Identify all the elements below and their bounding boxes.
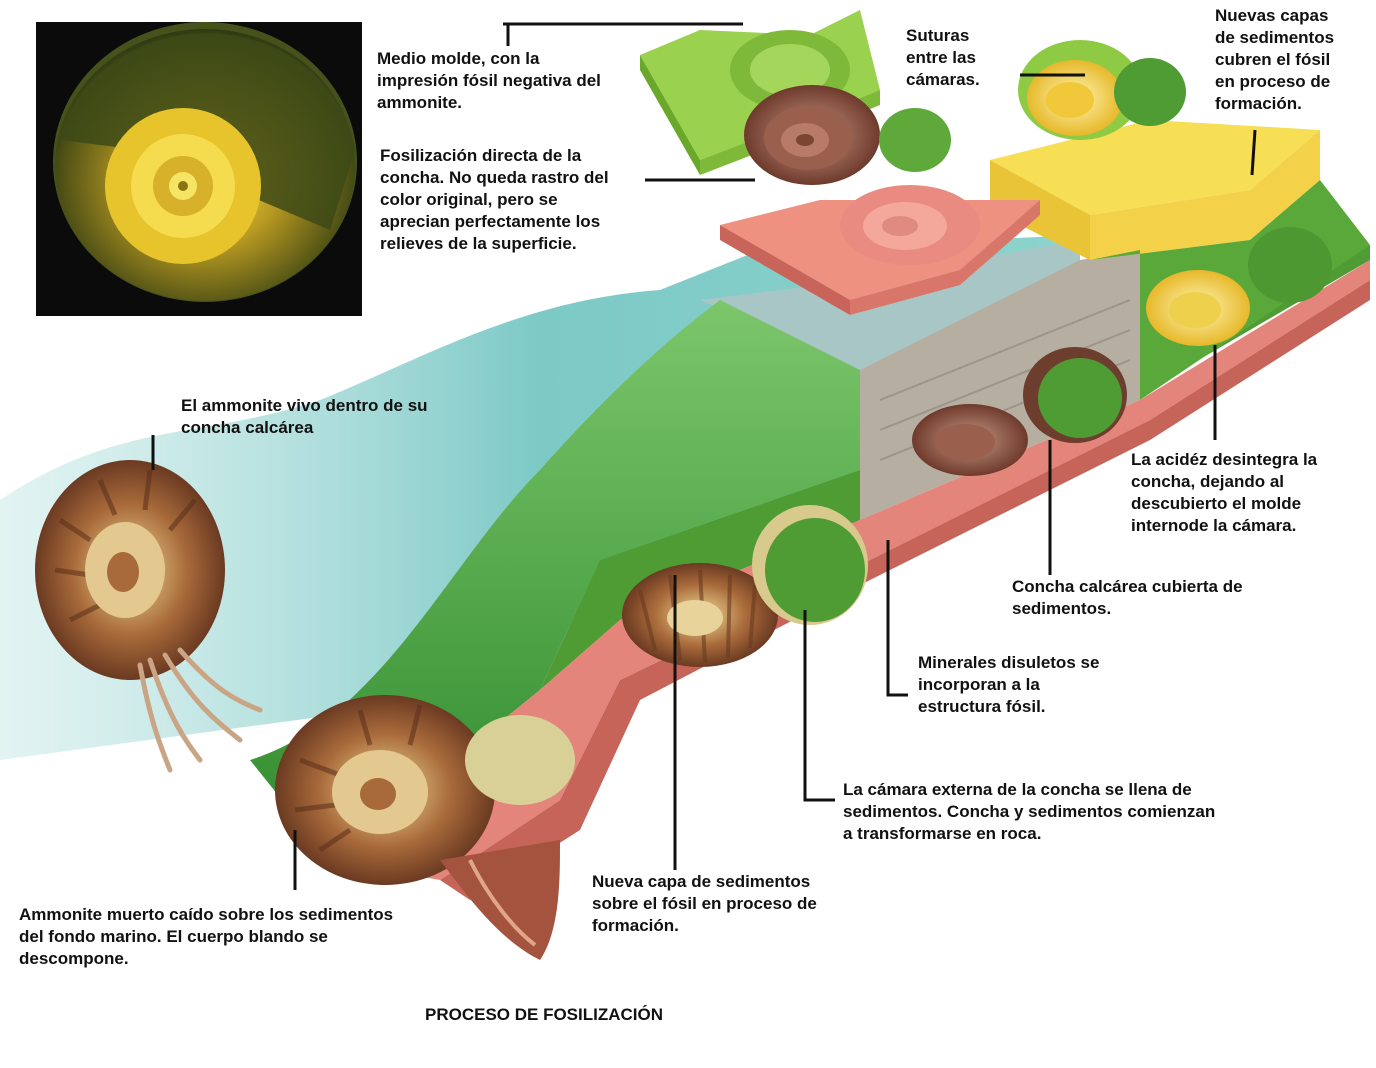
label-ammonite-muerto: Ammonite muerto caído sobre los sediment… <box>19 905 394 968</box>
pink-mold-slab <box>720 185 1040 315</box>
diagram-title: PROCESO DE FOSILIZACIÓN <box>425 1005 664 1024</box>
label-nuevas-capas: Nuevas capas de sedimentos cubren el fós… <box>1215 6 1335 113</box>
label-suturas: Suturas entre las cámaras. <box>906 26 980 89</box>
living-ammonite <box>35 460 263 773</box>
yellow-sediment-top <box>990 120 1320 215</box>
label-medio-molde: Medio molde, con la impresión fósil nega… <box>377 49 601 112</box>
sediment-filled-ammonite <box>622 505 868 667</box>
label-minerales: Minerales disuletos se incorporan a la e… <box>918 653 1100 716</box>
yellow-sediment-side <box>1090 130 1320 260</box>
label-concha-cubierta: Concha calcárea cubierta de sedimentos. <box>1012 577 1243 618</box>
internal-mold-fossil <box>1146 227 1332 346</box>
label-nueva-capa: Nueva capa de sedimentos sobre el fósil … <box>592 872 817 935</box>
label-ammonite-vivo: El ammonite vivo dentro de su concha cal… <box>181 396 428 437</box>
dead-ammonite <box>275 695 575 960</box>
sutures-fossil <box>1018 40 1186 140</box>
buried-shell-fossil <box>912 347 1127 476</box>
label-camara-externa: La cámara externa de la concha se llena … <box>843 780 1216 843</box>
rock-base-shadow <box>440 280 1370 900</box>
label-fosilizacion-directa: Fosilización directa de la concha. No qu… <box>380 146 609 253</box>
leader-lines <box>151 22 1257 890</box>
ammonite-photo <box>36 22 362 316</box>
label-acidez: La acidéz desintegra la concha, dejando … <box>1131 450 1318 535</box>
brown-fossil-shell <box>744 85 951 185</box>
